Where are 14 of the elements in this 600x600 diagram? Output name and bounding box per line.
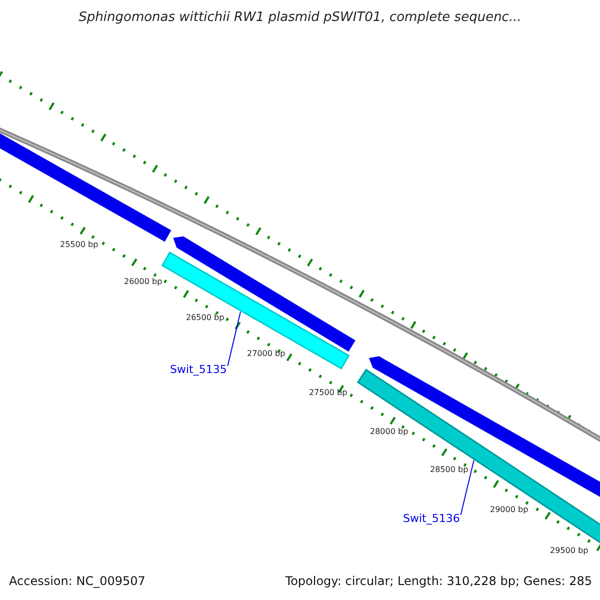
gene-label: Swit_5135 <box>170 363 227 376</box>
footer-text: Topology: circular; Length: 310,228 bp; Genes: 285 <box>285 574 592 588</box>
tick-label: 26500 bp <box>186 313 224 322</box>
tick-label: 28000 bp <box>370 427 408 436</box>
footer-text: Accession: NC_009507 <box>9 574 146 588</box>
tick-label: 27500 bp <box>309 388 348 397</box>
tick-label: 27000 bp <box>247 349 286 358</box>
tick-label: 29000 bp <box>490 505 528 514</box>
title: Sphingomonas wittichii RW1 plasmid pSWIT01, complete sequenc... <box>78 10 522 25</box>
gene-label: Swit_5136 <box>403 512 460 525</box>
tick-label: 25500 bp <box>60 240 98 249</box>
leader-line <box>460 460 474 516</box>
tick-label: 28500 bp <box>430 465 468 474</box>
leader-line <box>227 311 241 366</box>
